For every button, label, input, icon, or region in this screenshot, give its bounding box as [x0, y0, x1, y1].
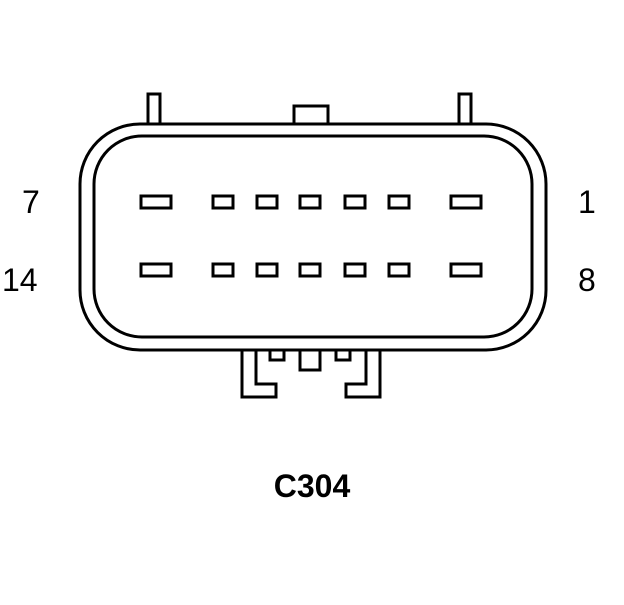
pin-cavity: [298, 262, 322, 278]
connector-id-label: C304: [273, 468, 351, 504]
latch-key-center: [298, 348, 322, 372]
pin-cavity: [449, 194, 483, 210]
pin-cavity: [343, 262, 367, 278]
pin-label-1: 1: [578, 184, 596, 220]
latch-key-right: [334, 348, 352, 362]
left-tab: [146, 92, 162, 124]
pin-label-7: 7: [22, 184, 40, 220]
pin-cavity: [255, 194, 279, 210]
top-key: [292, 104, 330, 126]
pin-cavity: [255, 262, 279, 278]
pin-cavity: [298, 194, 322, 210]
pin-cavity: [139, 194, 173, 210]
pin-cavities: [139, 194, 483, 278]
pin-cavity: [211, 194, 235, 210]
pin-label-8: 8: [578, 262, 596, 298]
pin-cavity: [343, 194, 367, 210]
connector-housing-outer: [78, 122, 548, 352]
bottom-latch-right: [344, 350, 382, 399]
latch-key-left: [268, 348, 286, 362]
pin-label-14: 14: [2, 262, 38, 298]
pin-cavity: [387, 194, 411, 210]
pin-cavity: [211, 262, 235, 278]
pin-cavity: [139, 262, 173, 278]
pin-cavity: [387, 262, 411, 278]
right-tab: [457, 92, 473, 124]
bottom-latch-left: [240, 350, 278, 399]
connector-housing-inner: [92, 134, 534, 339]
pin-cavity: [449, 262, 483, 278]
